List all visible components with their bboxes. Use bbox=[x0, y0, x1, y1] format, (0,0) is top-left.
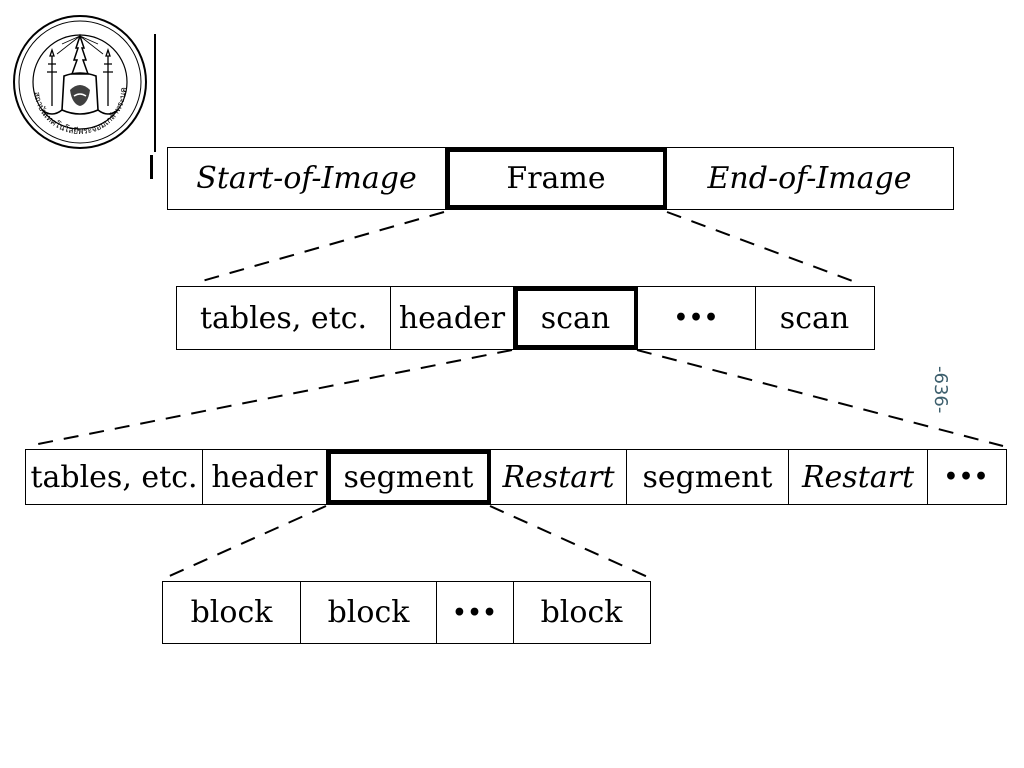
restart-cell: Restart bbox=[789, 450, 928, 504]
segment-cell-highlighted: segment bbox=[327, 450, 491, 504]
header-cell: header bbox=[203, 450, 327, 504]
header-cell: header bbox=[391, 287, 514, 349]
level-3-row: tables, etc. header segment Restart segm… bbox=[25, 449, 1007, 505]
tables-etc-cell: tables, etc. bbox=[26, 450, 203, 504]
level-1-row: Start-of-Image Frame End-of-Image bbox=[167, 147, 954, 210]
ellipsis-cell: ••• bbox=[437, 582, 514, 643]
scan-cell: scan bbox=[779, 300, 850, 336]
segment-cell: segment bbox=[627, 450, 789, 504]
ellipsis-cell: ••• bbox=[943, 464, 990, 490]
divider-mark bbox=[150, 155, 153, 179]
frame-cell: Frame bbox=[446, 148, 667, 209]
tables-etc-cell: tables, etc. bbox=[177, 287, 391, 349]
start-of-image-cell: Start-of-Image bbox=[168, 148, 446, 209]
level-2-row: tables, etc. header scan ••• scan bbox=[176, 286, 875, 350]
university-seal-icon: สถาบันเทคโนโลยีพระจอมเกล้าพระนครเหนือ bbox=[12, 14, 147, 149]
divider-line bbox=[154, 34, 156, 152]
level-4-row: block block ••• block bbox=[162, 581, 651, 644]
scan-cell-highlighted: scan bbox=[514, 287, 638, 349]
block-cell: block bbox=[163, 582, 301, 643]
end-of-image-cell: End-of-Image bbox=[707, 161, 912, 196]
page-number: -636- bbox=[930, 366, 951, 414]
block-cell: block bbox=[301, 582, 437, 643]
ellipsis-cell: ••• bbox=[638, 287, 756, 349]
restart-cell: Restart bbox=[491, 450, 627, 504]
block-cell: block bbox=[540, 595, 623, 630]
